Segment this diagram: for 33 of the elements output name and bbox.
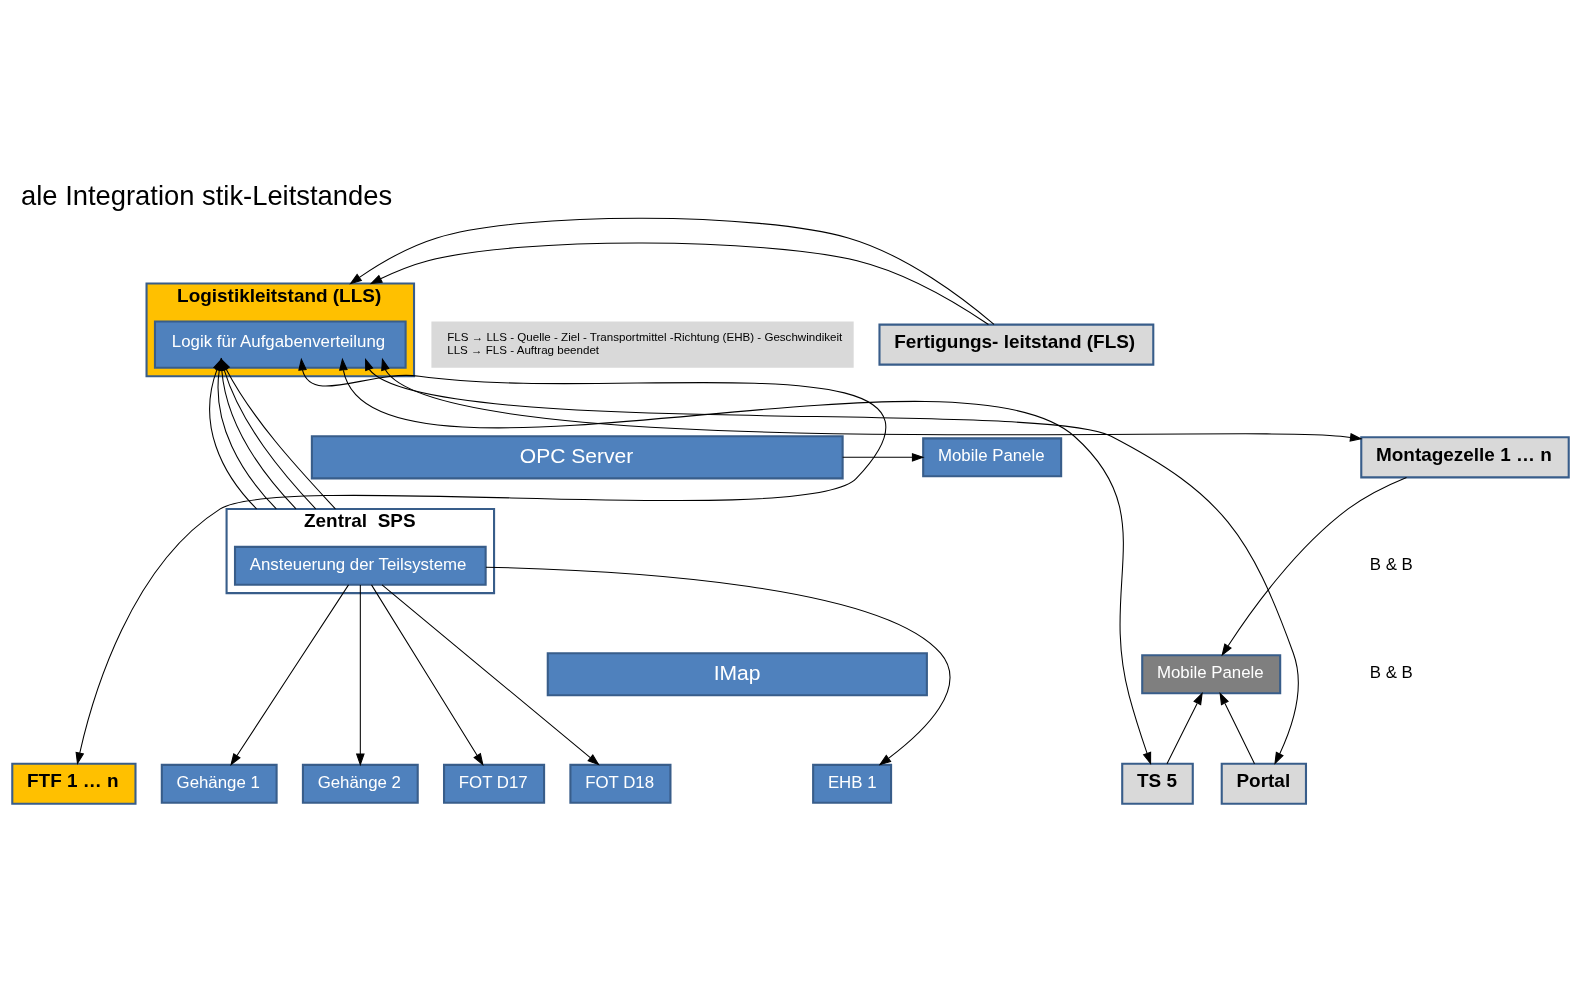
arrow <box>339 357 1152 765</box>
node-box: Portal <box>1220 762 1308 805</box>
arrow <box>381 357 1363 442</box>
node-box: IMap <box>546 652 928 697</box>
node-box: Ansteuerung der Teilsysteme <box>233 545 487 586</box>
node-box: EHB 1 <box>812 763 893 804</box>
arrow <box>230 584 350 766</box>
node-box: Mobile Panele <box>922 437 1063 478</box>
node-box: Gehänge 1 <box>160 763 278 804</box>
label: B & B <box>1369 663 1413 683</box>
node-box: OPC Server <box>310 435 844 480</box>
arrow <box>1221 476 1408 657</box>
node-box: FOT D17 <box>443 763 546 804</box>
arrow <box>1166 692 1203 765</box>
arrow <box>365 357 1299 765</box>
label: B & B <box>1369 554 1413 574</box>
arrow <box>485 566 951 766</box>
node-box: Montagezelle 1 … n <box>1360 436 1570 479</box>
node-box: TS 5 <box>1121 762 1194 805</box>
node-box: Mobile Panele <box>1141 654 1282 695</box>
arrow <box>842 452 925 462</box>
arrow <box>370 584 484 766</box>
arrow <box>1219 692 1256 765</box>
node-box: Gehänge 2 <box>301 763 419 804</box>
arrow <box>381 584 600 766</box>
arrow <box>355 584 365 767</box>
node-box: FTF 1 … n <box>11 762 137 805</box>
node-box: Fertigungs- leitstand (FLS) <box>878 323 1155 366</box>
node-box: FOT D18 <box>569 763 672 804</box>
arrow <box>369 242 989 326</box>
node-box: FLS → LLS - Quelle - Ziel - Transportmittel -Richtung (EHB) - Geschwindikeit LLS → FLS - Auftrag beendet <box>431 321 854 368</box>
diagram-title: ale Integration stik-Leitstandes <box>21 180 393 212</box>
arrow <box>349 217 995 325</box>
